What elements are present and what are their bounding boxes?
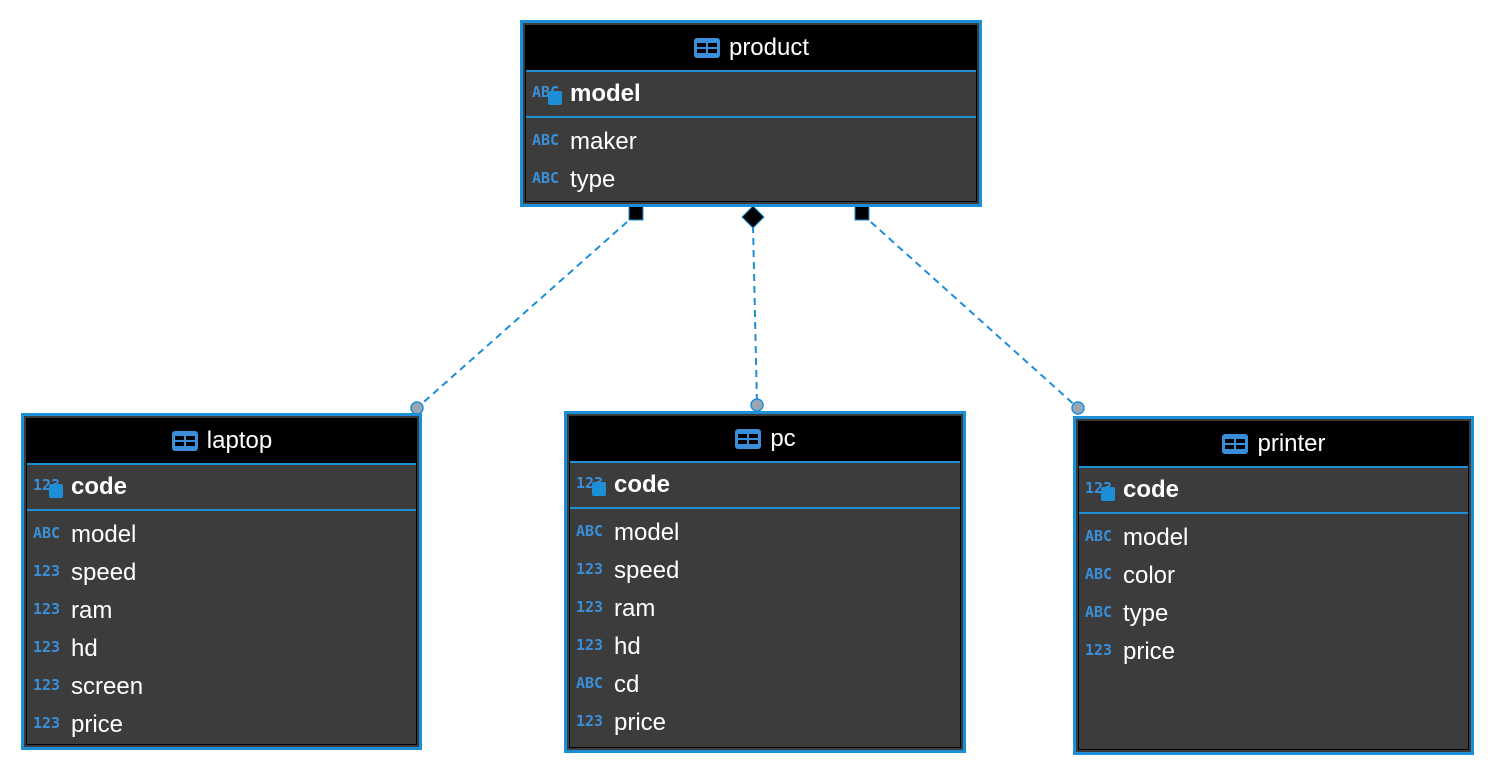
connector-target-marker: [750, 398, 764, 412]
column-row[interactable]: 123 screen: [27, 668, 416, 706]
type-badge: ABC: [576, 522, 604, 540]
type-badge: 123: [1085, 641, 1113, 659]
relationship-product-printer[interactable]: [854, 205, 1085, 415]
column-name: speed: [614, 557, 680, 584]
primary-key-name: model: [570, 80, 641, 107]
type-badge: ABC: [532, 131, 560, 149]
column-name: maker: [570, 128, 637, 155]
type-badge: 123: [1085, 479, 1119, 501]
entity-title: product: [728, 34, 810, 61]
relationship-product-pc[interactable]: [741, 205, 765, 412]
column-name: model: [71, 521, 137, 548]
primary-key-row[interactable]: 123 code: [1079, 468, 1468, 514]
key-icon: [548, 91, 562, 105]
relationship-product-laptop[interactable]: [410, 205, 644, 415]
column-name: price: [71, 711, 124, 738]
column-name: price: [1123, 638, 1176, 665]
type-badge: 123: [576, 636, 604, 654]
key-icon: [1101, 487, 1115, 501]
connector-source-marker: [854, 205, 870, 221]
primary-key-name: code: [71, 473, 128, 500]
column-name: cd: [614, 671, 640, 698]
column-row[interactable]: ABC model: [570, 514, 960, 552]
primary-key-name: code: [1123, 476, 1180, 503]
column-name: ram: [614, 595, 656, 622]
key-icon: [592, 482, 606, 496]
primary-key-row[interactable]: ABC model: [526, 72, 976, 118]
key-icon: [49, 484, 63, 498]
entity-title: laptop: [206, 427, 273, 454]
column-name: speed: [71, 559, 137, 586]
type-badge: ABC: [1085, 565, 1113, 583]
type-badge: 123: [576, 598, 604, 616]
type-badge: 123: [576, 474, 610, 496]
column-row[interactable]: 123 price: [27, 706, 416, 744]
column-row[interactable]: 123 hd: [570, 628, 960, 666]
table-icon: [735, 429, 762, 449]
primary-key-row[interactable]: 123 code: [570, 463, 960, 509]
connector-target-marker: [1071, 401, 1085, 415]
column-name: hd: [71, 635, 98, 662]
column-row[interactable]: ABC type: [526, 161, 976, 199]
column-row[interactable]: ABC cd: [570, 666, 960, 704]
column-name: type: [1123, 600, 1169, 627]
type-badge: 123: [576, 560, 604, 578]
column-name: model: [614, 519, 680, 546]
type-badge: 123: [33, 476, 67, 498]
column-name: color: [1123, 562, 1176, 589]
type-badge: 123: [33, 676, 61, 694]
table-icon: [1222, 434, 1249, 454]
entity-header[interactable]: printer: [1079, 422, 1468, 468]
type-badge: ABC: [33, 524, 61, 542]
table-icon: [693, 38, 720, 58]
table-icon: [171, 431, 198, 451]
type-badge: ABC: [532, 169, 560, 187]
column-name: ram: [71, 597, 113, 624]
column-name: price: [614, 709, 667, 736]
entity-printer[interactable]: printer 123 code ABC model ABC color ABC ty…: [1073, 416, 1474, 755]
column-name: type: [570, 166, 616, 193]
column-row[interactable]: ABC type: [1079, 595, 1468, 633]
column-row[interactable]: ABC model: [1079, 519, 1468, 557]
column-row[interactable]: ABC color: [1079, 557, 1468, 595]
entity-header[interactable]: laptop: [27, 419, 416, 465]
type-badge: ABC: [532, 83, 566, 105]
entity-laptop[interactable]: laptop 123 code ABC model 123 speed 123 ram…: [21, 413, 422, 750]
type-badge: 123: [576, 712, 604, 730]
type-badge: ABC: [576, 674, 604, 692]
column-row[interactable]: 123 speed: [27, 554, 416, 592]
type-badge: ABC: [1085, 603, 1113, 621]
entity-header[interactable]: pc: [570, 417, 960, 463]
primary-key-name: code: [614, 471, 671, 498]
column-row[interactable]: 123 speed: [570, 552, 960, 590]
connector-source-marker: [628, 205, 644, 221]
column-name: hd: [614, 633, 641, 660]
entity-header[interactable]: product: [526, 26, 976, 72]
primary-key-row[interactable]: 123 code: [27, 465, 416, 511]
type-badge: 123: [33, 600, 61, 618]
column-row[interactable]: ABC model: [27, 516, 416, 554]
column-row[interactable]: ABC maker: [526, 123, 976, 161]
column-row[interactable]: 123 price: [1079, 633, 1468, 671]
entity-title: printer: [1257, 430, 1326, 457]
entity-product[interactable]: product ABC model ABC maker ABC type: [520, 20, 982, 207]
type-badge: 123: [33, 562, 61, 580]
column-name: model: [1123, 524, 1189, 551]
column-row[interactable]: 123 ram: [570, 590, 960, 628]
type-badge: ABC: [1085, 527, 1113, 545]
column-row[interactable]: 123 price: [570, 704, 960, 742]
entity-title: pc: [770, 425, 796, 452]
column-row[interactable]: 123 ram: [27, 592, 416, 630]
entity-pc[interactable]: pc 123 code ABC model 123 speed 123 ram 123…: [564, 411, 966, 753]
connector-source-marker: [741, 205, 765, 229]
column-name: screen: [71, 673, 144, 700]
type-badge: 123: [33, 638, 61, 656]
column-row[interactable]: 123 hd: [27, 630, 416, 668]
type-badge: 123: [33, 714, 61, 732]
